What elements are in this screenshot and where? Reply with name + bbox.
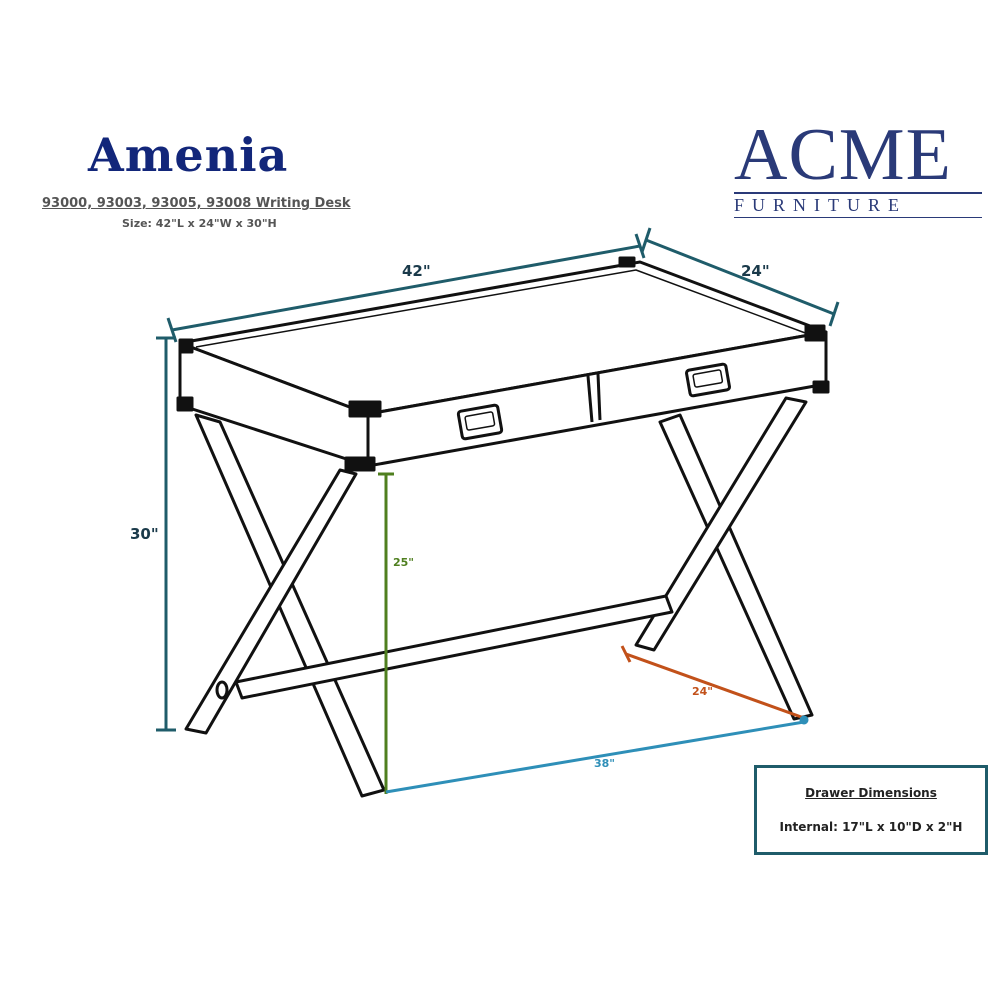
desk-outline xyxy=(176,256,830,798)
corner-bracket xyxy=(176,396,194,412)
drawer-dimensions-title: Drawer Dimensions xyxy=(805,786,937,800)
leg-bolt xyxy=(215,680,229,700)
brand-logo: ACME FURNITURE xyxy=(734,114,984,218)
drawer-handle-left-inner xyxy=(464,411,496,431)
drawer-dimensions-box: Drawer Dimensions Internal: 17"L x 10"D … xyxy=(754,765,988,855)
model-numbers: 93000, 93003, 93005, 93008 Writing Desk xyxy=(42,196,351,211)
drawer-handle-right xyxy=(685,362,731,398)
corner-bracket xyxy=(344,456,376,472)
brand-divider-bottom xyxy=(734,217,982,218)
overall-size: Size: 42"L x 24"W x 30"H xyxy=(122,217,277,230)
dim-line-base-depth xyxy=(625,652,805,720)
tabletop-inner-edge xyxy=(195,269,809,348)
dim-line-width-tick-r xyxy=(828,301,840,327)
corner-bracket xyxy=(618,256,636,268)
dim-line-width-tick-l xyxy=(640,227,652,253)
brand-subtitle: FURNITURE xyxy=(734,195,908,215)
corner-bracket xyxy=(804,324,826,342)
dimension-lines xyxy=(156,227,840,732)
dim-label-base-depth: 24" xyxy=(692,685,714,698)
drawer-handle-left xyxy=(456,403,504,441)
dim-label-height: 30" xyxy=(130,525,159,543)
dim-line-width xyxy=(645,238,835,316)
dim-line-base-length xyxy=(385,720,805,794)
corner-bracket xyxy=(178,338,194,354)
drawer-divider xyxy=(586,375,594,423)
base-length-line xyxy=(385,715,809,794)
dim-line-length-tick-r xyxy=(634,233,646,259)
base-depth-line xyxy=(620,645,805,720)
product-title: Amenia xyxy=(88,128,289,182)
dim-label-base-length: 38" xyxy=(594,757,616,770)
leg-right-a xyxy=(658,413,814,721)
drawer-dimensions-text: Internal: 17"L x 10"D x 2"H xyxy=(779,820,963,834)
dim-label-width: 24" xyxy=(741,262,770,280)
leg-left-b xyxy=(184,468,358,735)
stretcher xyxy=(234,594,674,700)
brand-name: ACME xyxy=(734,114,952,196)
corner-bracket xyxy=(348,400,382,418)
dim-label-length: 42" xyxy=(402,262,431,280)
leg-left-a xyxy=(194,413,386,798)
dim-label-knee-height: 25" xyxy=(393,556,415,569)
drawer-divider-2 xyxy=(596,373,602,421)
drawer-handle-right-inner xyxy=(692,369,724,388)
corner-bracket xyxy=(812,380,830,394)
brand-divider xyxy=(734,192,982,194)
dim-line-length xyxy=(171,244,641,332)
dim-line-base-depth-tick xyxy=(620,645,632,663)
dim-line-base-length-end xyxy=(799,715,809,725)
knee-height-line xyxy=(378,472,394,794)
leg-right-b xyxy=(634,396,808,652)
